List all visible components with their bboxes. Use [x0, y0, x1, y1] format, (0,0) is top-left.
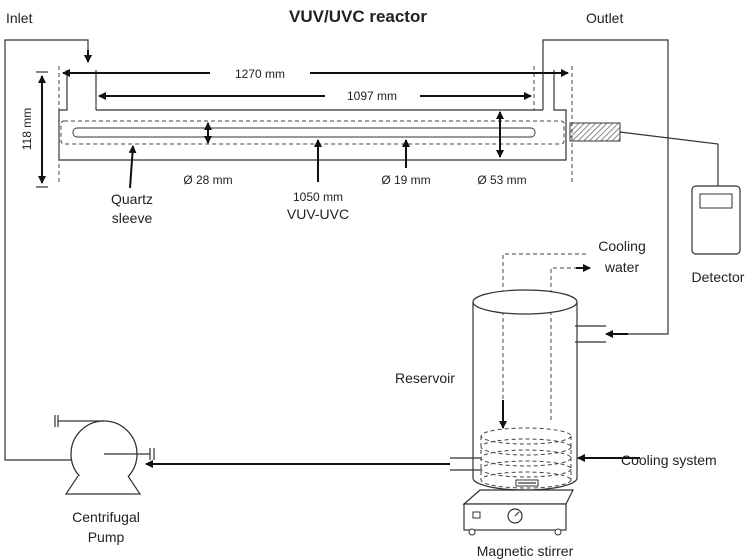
lamp-end-cap — [569, 122, 621, 142]
magnetic-stirrer-label: Magnetic stirrer — [477, 543, 574, 559]
reservoir-vessel — [472, 289, 578, 491]
cooling-water-lines — [499, 253, 591, 429]
dimension-1097: 1097 mm — [98, 89, 532, 103]
pump-label-2: Pump — [88, 529, 125, 545]
dimension-1270: 1270 mm — [62, 67, 569, 81]
detector-label: Detector — [692, 269, 745, 285]
total-length-label: 1270 mm — [235, 67, 285, 81]
diagram-title: VUV/UVC reactor — [289, 7, 427, 26]
outlet-label: Outlet — [586, 10, 623, 26]
dimension-118: 118 mm — [20, 71, 48, 188]
tube-diameter-label: Ø 53 mm — [477, 173, 526, 187]
stirrer-switch — [472, 511, 481, 519]
cooling-water-label-2: water — [604, 259, 640, 275]
lamp-diameter-label: Ø 19 mm — [381, 173, 430, 187]
sleeve-diameter-label: Ø 28 mm — [183, 173, 232, 187]
detector-display — [699, 193, 733, 209]
height-label: 118 mm — [20, 108, 34, 150]
cooling-coil — [480, 427, 572, 489]
quartz-sleeve-label-2: sleeve — [112, 210, 153, 226]
reactor-body — [58, 70, 621, 161]
reservoir-label: Reservoir — [395, 370, 455, 386]
piping — [4, 39, 719, 471]
cooling-water-label-1: Cooling — [598, 238, 645, 254]
cooling-system-label: Cooling system — [621, 452, 717, 468]
magnetic-stirrer — [462, 479, 574, 536]
centrifugal-pump — [54, 415, 155, 495]
uv-lamp — [72, 127, 536, 138]
lamp-length-label: 1050 mm — [293, 190, 343, 204]
lamp-name-label: VUV-UVC — [287, 206, 349, 222]
detector-device — [691, 185, 741, 255]
pump-label-1: Centrifugal — [72, 509, 140, 525]
quartz-sleeve-label-1: Quartz — [111, 191, 153, 207]
inlet-label: Inlet — [6, 10, 33, 26]
inner-length-label: 1097 mm — [347, 89, 397, 103]
